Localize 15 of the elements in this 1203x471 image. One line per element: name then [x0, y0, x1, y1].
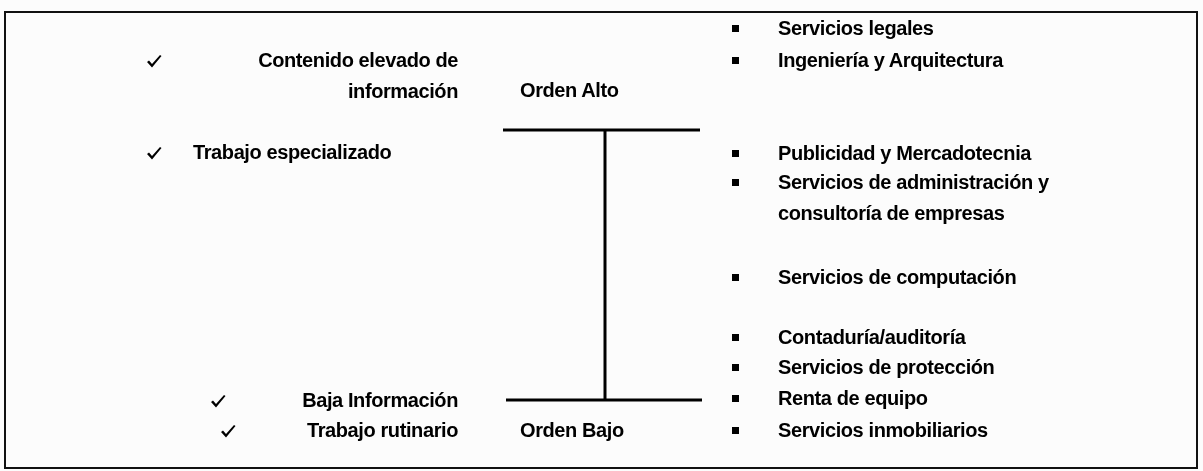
list-item-text: Servicios de administración y consultoría de empresas — [778, 170, 1050, 226]
list-item-text: Contaduría/auditoría — [778, 325, 967, 350]
scale-label: Orden Bajo — [520, 418, 625, 443]
list-item-text: Ingeniería y Arquitectura — [778, 48, 1005, 73]
list-item-text: Publicidad y Mercadotecnia — [778, 141, 1033, 166]
list-item-text: Servicios de computación — [778, 265, 1018, 290]
list-item-text: Servicios inmobiliarios — [778, 418, 989, 443]
criterion-text: Contenido elevado de información — [257, 48, 458, 104]
criterion-text: Trabajo rutinario — [306, 418, 458, 443]
list-item-text: Renta de equipo — [778, 386, 929, 411]
criterion-text: Baja Información — [301, 388, 458, 413]
criterion-text: Trabajo especializado — [193, 140, 393, 165]
list-item-text: Servicios legales — [778, 16, 935, 41]
scale-label: Orden Alto — [520, 78, 620, 103]
list-item-text: Servicios de protección — [778, 355, 996, 380]
